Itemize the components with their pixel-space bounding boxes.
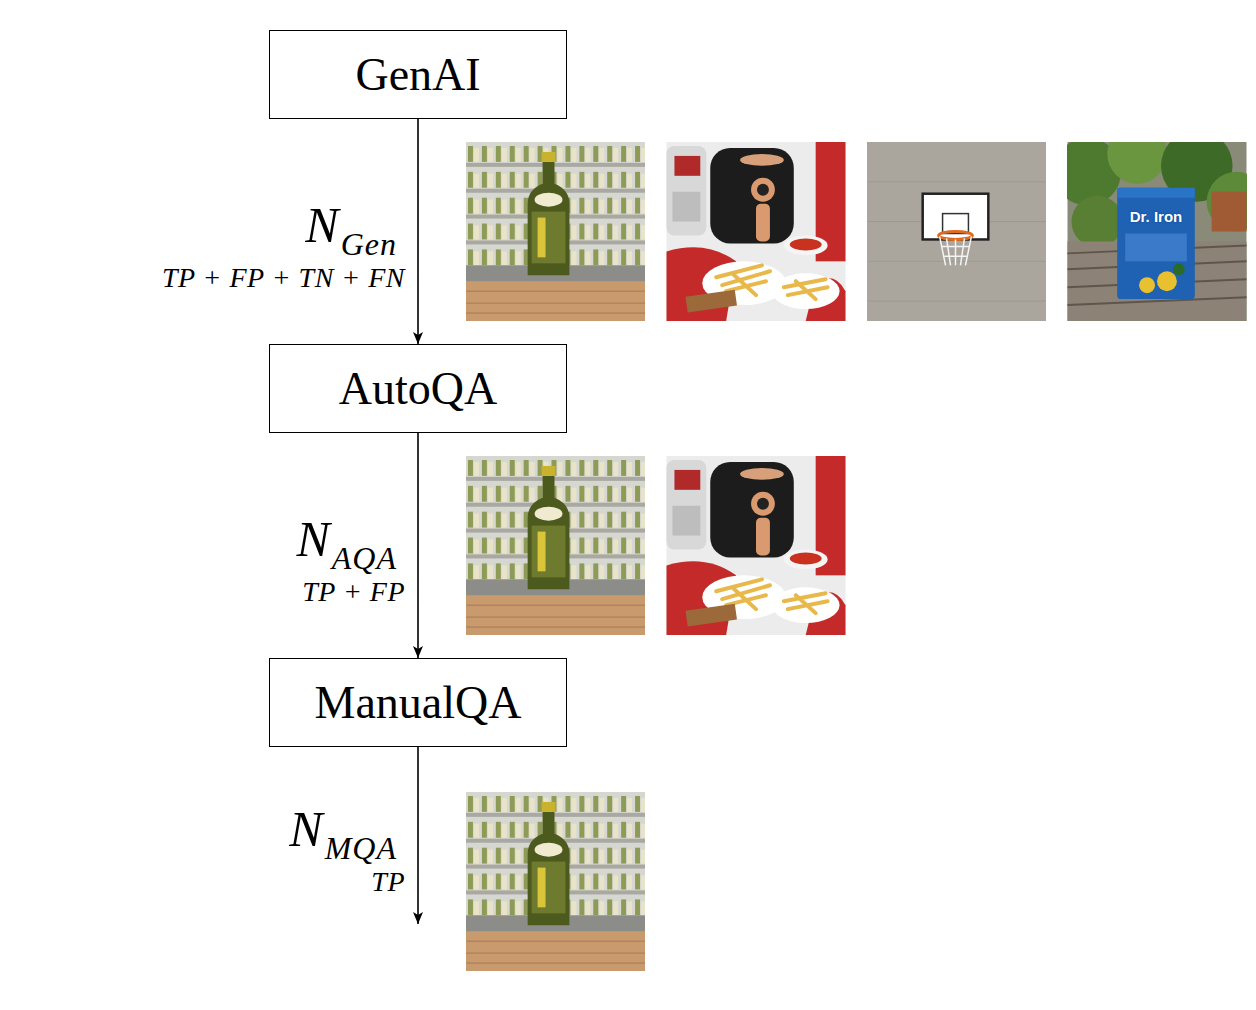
process-box: GenAI [269,30,567,119]
product-text: Dr. Iron [1130,208,1183,225]
count-formula: TP + FP [302,576,405,608]
process-box: AutoQA [269,344,567,433]
count-formula: TP + FP + TN + FN [162,262,405,294]
flow-arrow [417,119,419,344]
count-subscript: AQA [332,540,397,576]
count-subscript: Gen [341,226,397,262]
count-formula: TP + FP [302,576,405,607]
count-subscript: MQA [325,830,397,866]
box-label: AutoQA [339,362,497,415]
count-letter: N [305,197,338,253]
photo-row-1 [466,124,1256,321]
process-box: ManualQA [269,658,567,747]
count-letter: N [289,801,322,857]
count-formula: TP [371,866,405,898]
output-arrow [417,747,419,924]
photo-row-3 [466,792,645,971]
photo-row-2 [466,456,846,635]
count-symbol: NGen [305,196,397,263]
count-symbol: NAQA [296,510,397,577]
box-label: GenAI [355,48,480,101]
count-formula: TP [371,866,405,897]
count-symbol: NMQA [289,800,397,867]
count-formula: TP + FP + TN + FN [162,262,405,293]
count-letter: N [296,511,329,567]
flow-arrow [417,433,419,658]
box-label: ManualQA [315,676,522,729]
